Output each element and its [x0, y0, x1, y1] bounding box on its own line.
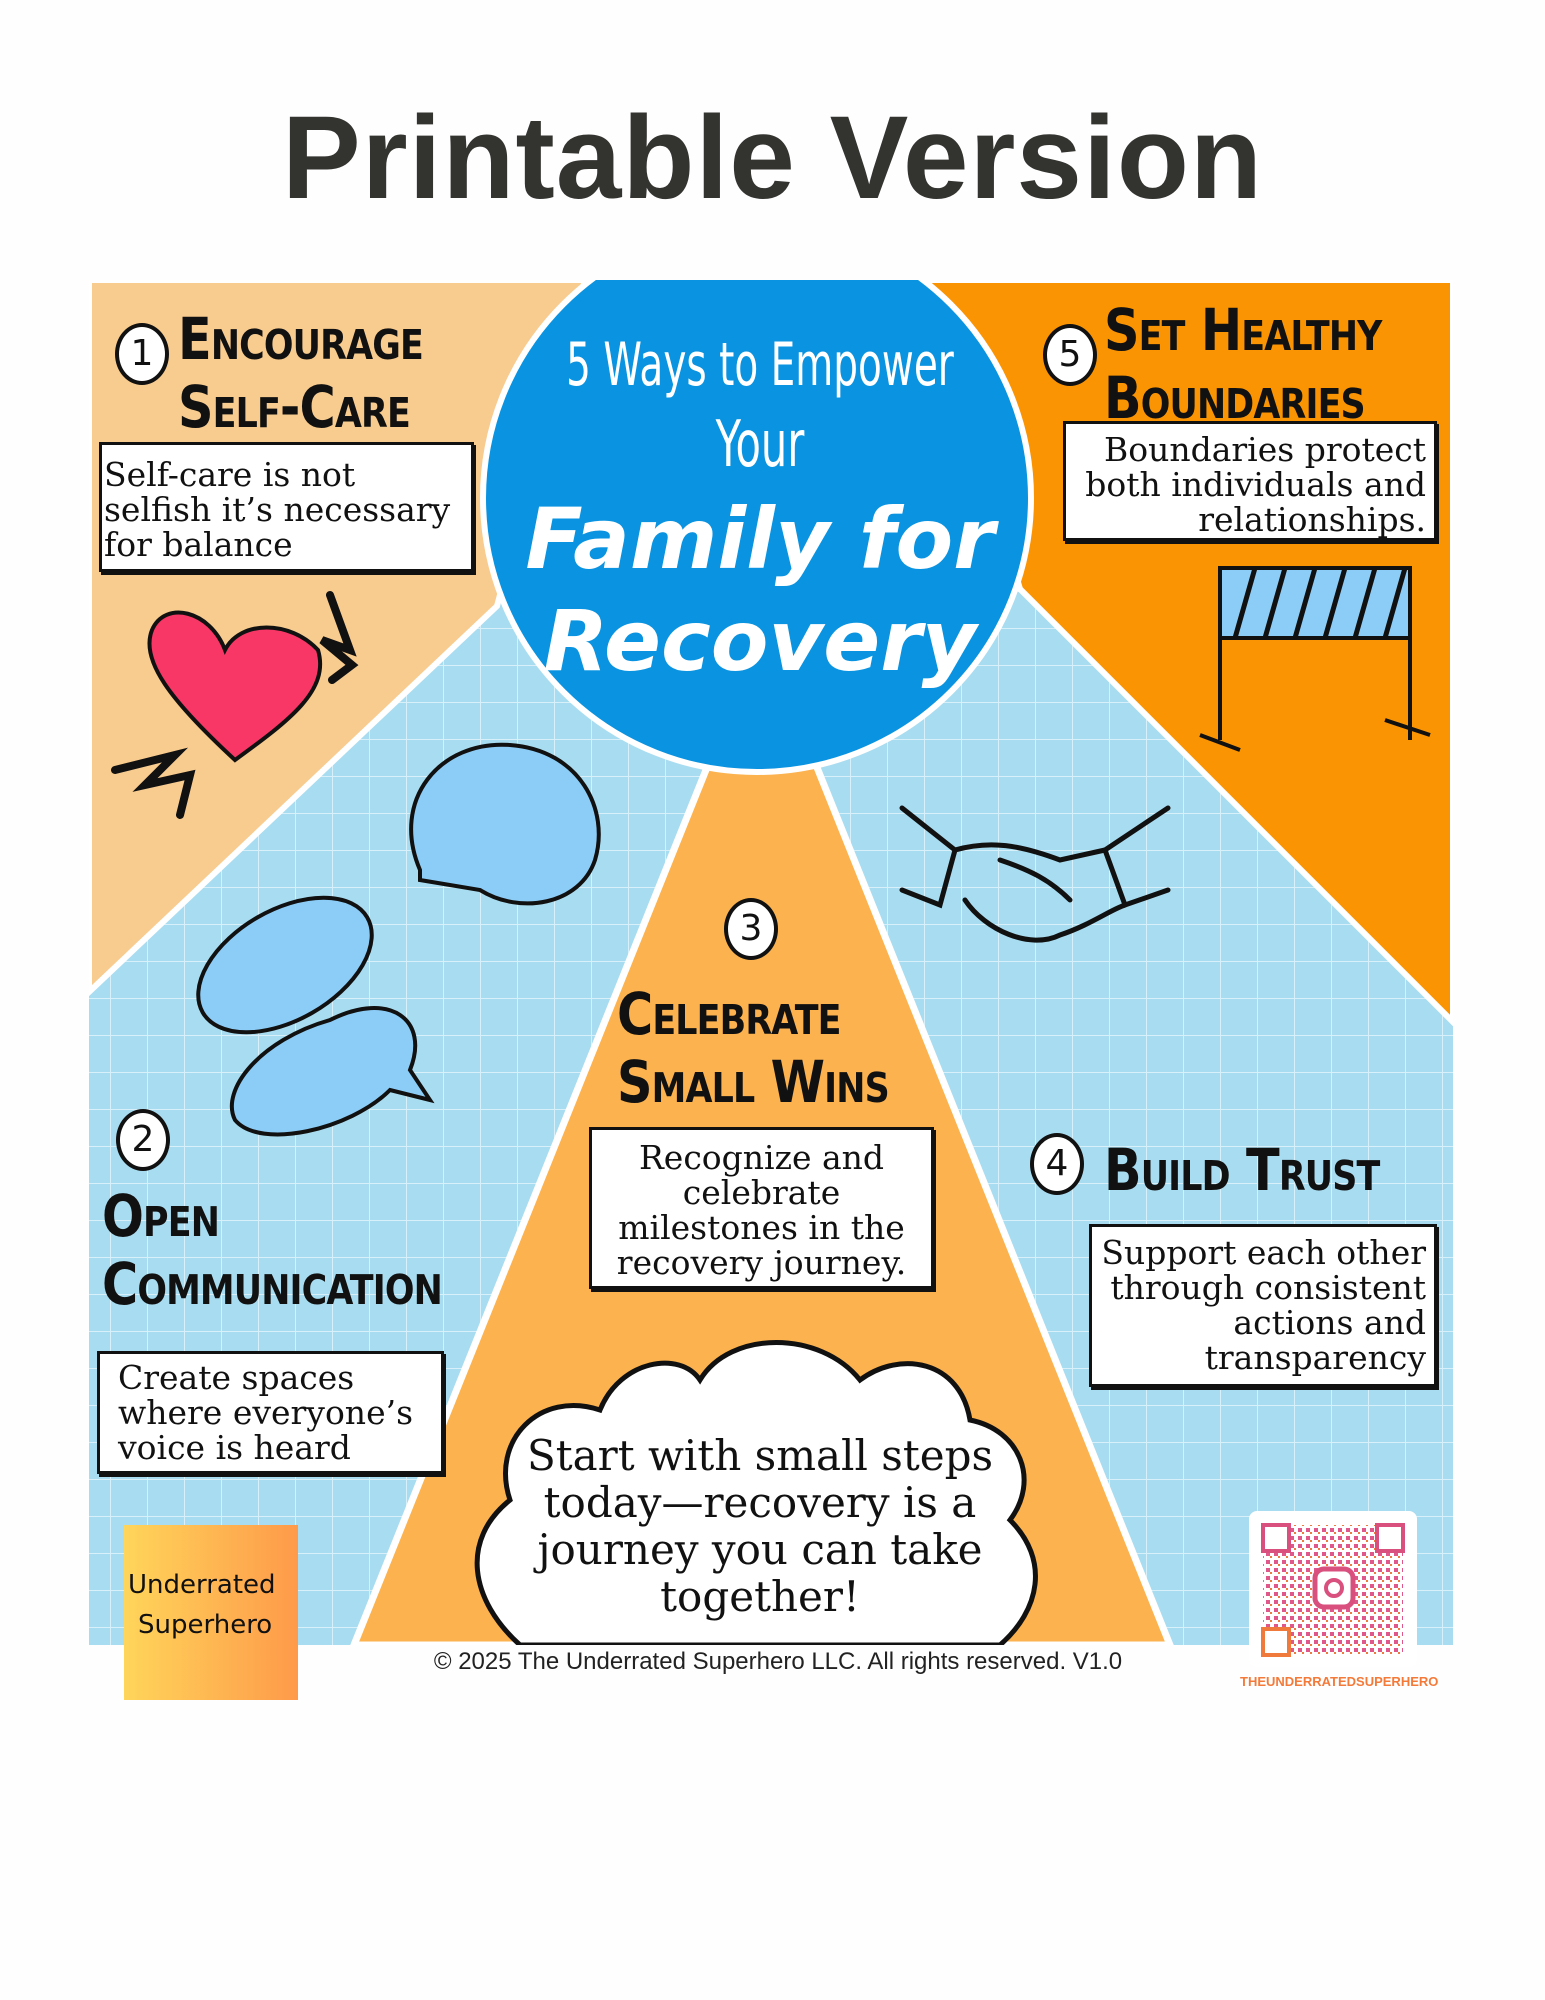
step-3-number: 3 [724, 898, 778, 960]
step-3-text: Recognize and celebrate milestones in th… [589, 1127, 934, 1289]
thought-cloud [474, 1340, 1038, 1645]
circle-title-line1: 5 Ways to Empower [566, 330, 954, 400]
step-5-number: 5 [1043, 324, 1097, 386]
step-3-title-line2: Small Wins [617, 1048, 890, 1116]
circle-title-line2: Your [715, 408, 805, 482]
step-1-title-line1: Encourage [178, 305, 424, 373]
step-5-title-line2: Boundaries [1104, 364, 1366, 432]
step-5-text: Boundaries protect both individuals and … [1063, 421, 1437, 541]
step-1-text: Self-care is not selfish it’s necessary … [99, 442, 474, 572]
step-3-title: Celebrate Small Wins [617, 980, 890, 1116]
heart-icon [111, 591, 359, 819]
step-4-title: Build Trust [1104, 1136, 1380, 1204]
copyright-text: © 2025 The Underrated Superhero LLC. All… [433, 1648, 1123, 1675]
page-title: Printable Version [282, 92, 1263, 224]
title-circle [480, 280, 1034, 775]
step-2-text: Create spaces where everyone’s voice is … [97, 1351, 444, 1474]
step-1-title: Encourage Self-Care [178, 305, 424, 441]
qr-label: THEUNDERRATEDSUPERHERO [1240, 1674, 1439, 1689]
circle-title-line3: Family for [525, 490, 995, 588]
logo-line2: Superhero [138, 1610, 273, 1640]
instagram-qr-code[interactable] [1249, 1511, 1417, 1667]
speech-bubbles-icon [196, 742, 601, 1137]
brand-logo: Underrated Superhero [124, 1525, 298, 1700]
step-2-title: Open Communication [102, 1182, 443, 1318]
step-5-title-line1: Set Healthy [1104, 296, 1382, 364]
step-1-number: 1 [115, 323, 169, 385]
handshake-icon [899, 805, 1171, 943]
instagram-icon [1312, 1566, 1356, 1610]
step-2-number: 2 [116, 1109, 170, 1171]
step-4-text: Support each other through consistent ac… [1089, 1224, 1437, 1387]
barrier-icon [1199, 566, 1431, 752]
circle-title-line4: Recovery [543, 592, 977, 690]
cloud-message: Start with small steps today—recovery is… [526, 1431, 994, 1621]
logo-line1: Underrated [128, 1570, 276, 1600]
step-3-title-line1: Celebrate [617, 980, 841, 1048]
step-5-title: Set Healthy Boundaries [1104, 296, 1382, 432]
step-2-title-line2: Communication [102, 1250, 443, 1318]
step-1-title-line2: Self-Care [178, 373, 411, 441]
qr-pattern-icon [1261, 1523, 1405, 1657]
step-2-title-line1: Open [102, 1182, 220, 1250]
step-4-number: 4 [1030, 1133, 1084, 1195]
